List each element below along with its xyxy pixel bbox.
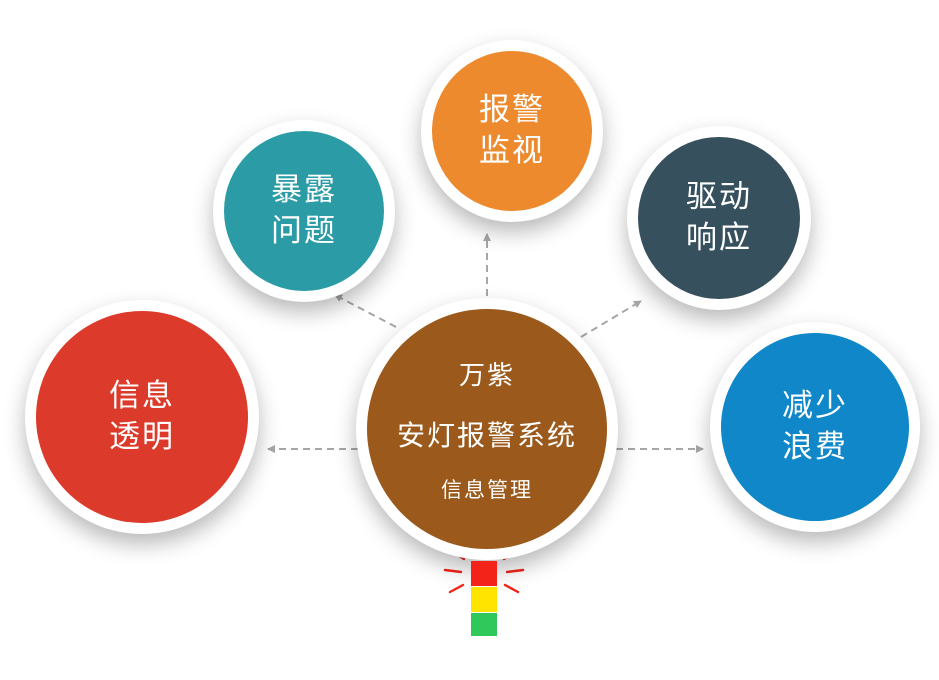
node-expose-problems: 暴露 问题	[213, 120, 395, 302]
ray-icon	[443, 568, 463, 574]
ray-icon	[448, 583, 465, 594]
node-label-line: 报警	[479, 92, 545, 128]
center-label-line1: 万紫	[458, 359, 515, 390]
node-expose-problems-circle: 暴露 问题	[224, 131, 384, 291]
andon-red-light	[471, 561, 497, 586]
center-label-line2: 安灯报警系统	[396, 419, 577, 451]
node-info-transparency-circle: 信息 透明	[36, 311, 248, 523]
node-alarm-monitoring: 报警 监视	[421, 40, 603, 222]
andon-green-light	[471, 613, 497, 636]
node-label-line: 驱动	[686, 179, 752, 215]
node-drive-response: 驱动 响应	[627, 126, 811, 310]
arrow-to-expose-problems	[334, 294, 397, 328]
node-label-line: 响应	[686, 220, 752, 255]
node-label-line: 浪费	[782, 429, 848, 464]
node-label-line: 监视	[479, 133, 545, 168]
node-label-line: 暴露	[271, 172, 337, 208]
center-node: 万紫 安灯报警系统 信息管理	[356, 298, 618, 560]
node-label-line: 信息	[109, 378, 175, 414]
node-reduce-waste-circle: 减少 浪费	[721, 333, 909, 521]
node-alarm-monitoring-circle: 报警 监视	[432, 51, 592, 211]
center-circle: 万紫 安灯报警系统 信息管理	[367, 309, 607, 549]
node-info-transparency: 信息 透明	[25, 300, 259, 534]
node-label-line: 问题	[271, 213, 337, 248]
andon-yellow-light	[471, 587, 497, 612]
node-label-line: 透明	[109, 419, 175, 454]
ray-icon	[503, 583, 520, 594]
ray-icon	[505, 568, 525, 574]
arrow-to-drive-response	[580, 300, 642, 338]
node-drive-response-circle: 驱动 响应	[638, 137, 800, 299]
center-label-line3: 信息管理	[441, 478, 533, 502]
andon-stack-light	[471, 561, 497, 636]
node-label-line: 减少	[782, 388, 848, 424]
node-reduce-waste: 减少 浪费	[710, 322, 920, 532]
